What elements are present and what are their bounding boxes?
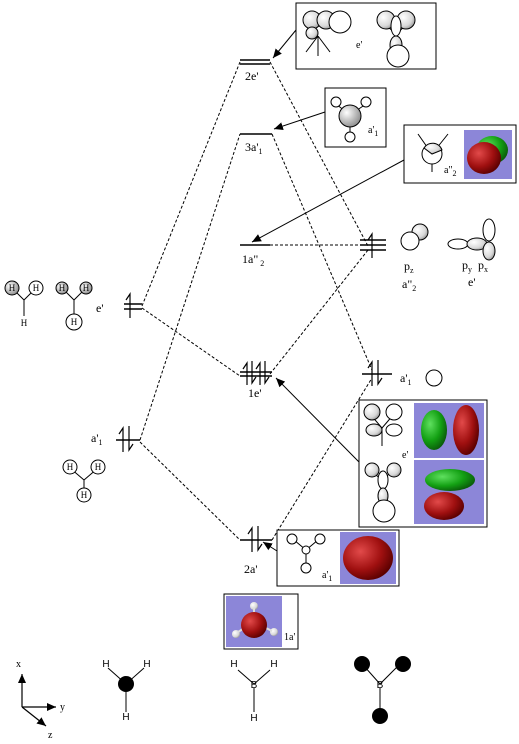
box-a2-label: a" xyxy=(444,165,453,176)
svg-text:3a'1: 3a'1 xyxy=(245,140,263,156)
h3-e-prime-label: e' xyxy=(96,301,104,315)
level-label-1a2: 1a" xyxy=(242,252,258,266)
electron-pair-1e-a xyxy=(242,361,270,385)
svg-text:a'1: a'1 xyxy=(322,570,332,583)
boron-a1-label: a' xyxy=(400,371,408,385)
boron-py-orbital xyxy=(447,237,488,251)
box-a2: a"2 xyxy=(403,124,517,184)
svg-text:a"2: a"2 xyxy=(444,165,457,178)
svg-text:H: H xyxy=(102,659,109,670)
box-1e-prime: e' xyxy=(358,399,488,528)
py-label: p xyxy=(462,258,468,272)
svg-text:H: H xyxy=(230,659,237,670)
svg-text:H: H xyxy=(143,659,150,670)
mo-level-2a-prime: 2a' xyxy=(240,526,272,576)
svg-text:B: B xyxy=(377,680,384,691)
bh3-structure: B H H H xyxy=(230,659,277,724)
axis-y-label: y xyxy=(60,702,65,713)
svg-text:H: H xyxy=(9,283,16,293)
level-label-2e-prime: 2e' xyxy=(245,69,259,83)
pz-sub: z xyxy=(410,266,414,275)
box-1a-prime: 1a' xyxy=(223,593,299,650)
svg-text:a'1: a'1 xyxy=(91,431,103,447)
boron-e-prime-label: e' xyxy=(468,275,476,289)
svg-text:H: H xyxy=(83,283,90,293)
h3-e-orbital-1: H H H xyxy=(4,280,44,328)
box-3a1: a'1 xyxy=(324,87,387,148)
arrow-2a xyxy=(262,541,278,552)
svg-text:H: H xyxy=(21,318,28,328)
boron-pz-orbital xyxy=(400,223,429,251)
level-label-1e-prime: 1e' xyxy=(248,386,262,400)
py-sub: y xyxy=(468,265,472,274)
svg-text:a'1: a'1 xyxy=(400,371,412,387)
boron-s-level: a'1 xyxy=(362,360,443,387)
h3-a1-level: a'1 xyxy=(91,426,140,452)
h3-a1-label-sub: 1 xyxy=(99,438,103,447)
h3-a1-orbital: H H H xyxy=(62,459,106,503)
box-2a-prime: a'1 xyxy=(276,529,400,587)
boron-p-level xyxy=(360,232,386,258)
arrow-3a1 xyxy=(273,111,326,130)
box-1a-label: 1a' xyxy=(284,632,295,643)
mo-level-1a2: 1a" 2 xyxy=(240,244,270,268)
px-sub: x xyxy=(484,265,488,274)
level-label-1a2-sub: 2 xyxy=(258,259,264,268)
h3-e-orbital-2: H H H xyxy=(55,281,93,331)
svg-text:H: H xyxy=(71,317,78,327)
svg-text:H: H xyxy=(67,462,74,472)
mo-level-3a1: 3a'1 xyxy=(240,133,272,156)
svg-text:H: H xyxy=(81,490,88,500)
svg-text:B: B xyxy=(251,680,258,691)
svg-text:px: px xyxy=(478,258,488,274)
arrow-2e xyxy=(272,29,297,59)
svg-text:H: H xyxy=(59,283,66,293)
arrow-a2 xyxy=(251,159,405,243)
svg-text:H: H xyxy=(250,713,257,724)
arrow-1e xyxy=(275,377,360,463)
boron-a1-label-sub: 1 xyxy=(408,378,412,387)
svg-text:pz: pz xyxy=(404,259,414,275)
svg-text:1a" 2: 1a" 2 xyxy=(242,252,264,268)
box-3a1-label: a' xyxy=(368,125,374,136)
px-label: p xyxy=(478,258,484,272)
a2-sub: 2 xyxy=(412,284,416,293)
coordinate-axes xyxy=(18,674,56,727)
box-2e-prime: e' xyxy=(295,2,437,70)
svg-text:py: py xyxy=(462,258,472,274)
axis-z-label: z xyxy=(48,730,53,741)
pz-label: p xyxy=(404,259,410,273)
bh3-solid-hydrogens: B xyxy=(354,656,411,724)
svg-text:H: H xyxy=(122,712,129,723)
box-1e-label: e' xyxy=(402,450,408,461)
h3-e-prime-level: e' xyxy=(96,292,142,318)
svg-text:a'1: a'1 xyxy=(368,125,378,138)
box-2a-label: a' xyxy=(322,570,328,581)
boron-s-orbital xyxy=(425,369,443,387)
mo-level-1e-prime: 1e' xyxy=(240,361,272,400)
boron-px-orbital xyxy=(482,218,496,261)
svg-text:H: H xyxy=(95,462,102,472)
svg-text:a"2: a"2 xyxy=(402,277,416,293)
level-label-3a1-sub: 1 xyxy=(259,147,263,156)
a2-label: a" xyxy=(402,277,412,291)
h3-a1-label: a' xyxy=(91,431,99,445)
level-label-2a-prime: 2a' xyxy=(244,562,258,576)
correlation-lines xyxy=(139,61,373,541)
box-2e-label: e' xyxy=(356,40,362,51)
electron-pair-2a xyxy=(247,526,263,552)
svg-text:H: H xyxy=(270,659,277,670)
mo-level-2e-prime: 2e' xyxy=(240,59,270,83)
bh3-solid-center: H H H xyxy=(102,659,150,723)
axis-x-label: x xyxy=(16,659,21,670)
svg-text:H: H xyxy=(33,283,40,293)
level-label-3a1: 3a' xyxy=(245,140,259,154)
